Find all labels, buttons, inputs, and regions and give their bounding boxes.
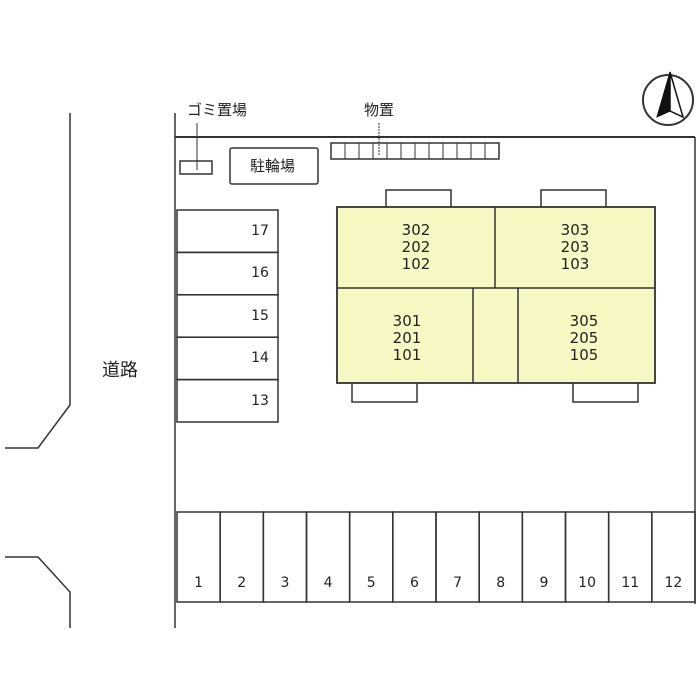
- parking-number: 17: [251, 223, 269, 239]
- unit-number: 301: [392, 312, 422, 330]
- bicycle-parking: [229, 147, 319, 185]
- parking-number: 9: [539, 575, 549, 591]
- side-parking: [176, 209, 279, 423]
- unit-number: 102: [401, 255, 431, 273]
- road-edge-upper: [5, 113, 71, 449]
- parking-space-13: [176, 378, 279, 423]
- apartment-building: [336, 206, 656, 384]
- unit-block-303: 303 203 103: [535, 222, 615, 273]
- parking-number: 10: [578, 575, 596, 591]
- unit-number: 105: [569, 346, 599, 364]
- parking-number: 12: [664, 575, 683, 591]
- unit-number: 305: [569, 312, 599, 330]
- unit-number: 205: [569, 329, 599, 347]
- parking-number: 4: [323, 575, 333, 591]
- north-arrow-icon: [642, 71, 694, 126]
- unit-number: 101: [392, 346, 422, 364]
- parking-number: 15: [251, 307, 269, 324]
- unit-number: 103: [560, 255, 590, 273]
- storage-sheds: [330, 142, 500, 160]
- parking-number: 2: [237, 575, 247, 591]
- bicycle-parking-label: 駐輪場: [250, 157, 296, 175]
- parking-number: 8: [496, 575, 506, 591]
- parking-number: 14: [251, 350, 269, 367]
- parking-number: 3: [280, 575, 290, 591]
- parking-space-12: [651, 511, 696, 603]
- road-label: 道路: [102, 360, 138, 381]
- unit-number: 203: [560, 238, 590, 256]
- unit-number: 201: [392, 329, 422, 347]
- garbage-label: ゴミ置場: [187, 101, 248, 119]
- parking-number: 11: [621, 575, 640, 591]
- parking-number: 1: [194, 575, 204, 591]
- unit-number: 303: [560, 221, 590, 239]
- parking-number: 5: [366, 575, 376, 591]
- garbage-area: [179, 160, 213, 175]
- unit-number: 202: [401, 238, 431, 256]
- parking-number: 6: [409, 575, 419, 591]
- parking-number: 13: [251, 392, 269, 409]
- road-edge-lower: [5, 556, 71, 628]
- balconies: [351, 189, 639, 403]
- unit-number: 302: [401, 221, 431, 239]
- unit-block-302: 302 202 102: [376, 222, 456, 273]
- unit-block-301: 301 201 101: [367, 313, 447, 364]
- parking-number: 7: [453, 575, 463, 591]
- parking-number: 16: [251, 265, 269, 282]
- storage-label: 物置: [364, 101, 395, 119]
- bottom-parking: [176, 511, 696, 603]
- unit-block-305: 305 205 105: [544, 313, 624, 364]
